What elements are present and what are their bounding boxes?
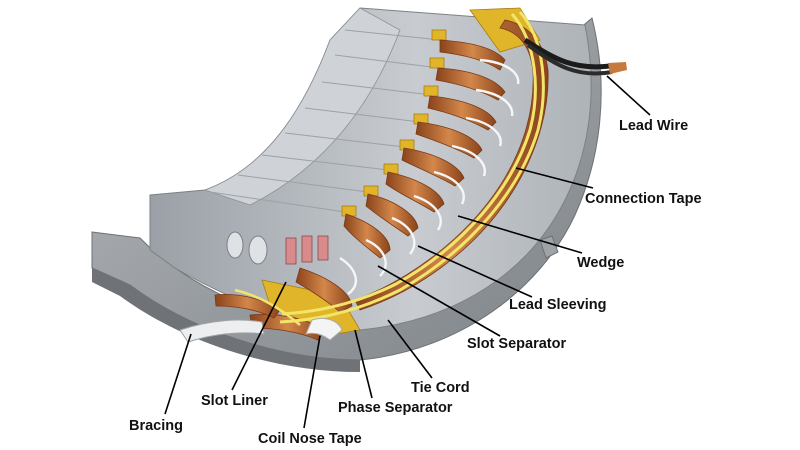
- lead-sleeving-strands: [234, 11, 545, 326]
- label-connection-tape: Connection Tape: [585, 191, 702, 207]
- label-coil-nose-tape: Coil Nose Tape: [258, 431, 362, 447]
- callout-labels: Lead Wire Connection Tape Wedge Lead Sle…: [129, 118, 702, 447]
- label-lead-sleeving: Lead Sleeving: [509, 297, 607, 313]
- coil-nose-tape-wrap: [305, 317, 343, 341]
- lead-wire-cable: [523, 37, 627, 76]
- label-wedge: Wedge: [577, 255, 624, 271]
- label-phase-separator: Phase Separator: [338, 400, 453, 416]
- label-tie-cord: Tie Cord: [411, 380, 470, 396]
- label-slot-liner: Slot Liner: [201, 393, 268, 409]
- label-slot-separator: Slot Separator: [467, 336, 566, 352]
- label-lead-wire: Lead Wire: [619, 118, 688, 134]
- tie-cord-loops: [339, 58, 520, 295]
- callout-leaders: [164, 75, 651, 429]
- label-bracing: Bracing: [129, 418, 183, 434]
